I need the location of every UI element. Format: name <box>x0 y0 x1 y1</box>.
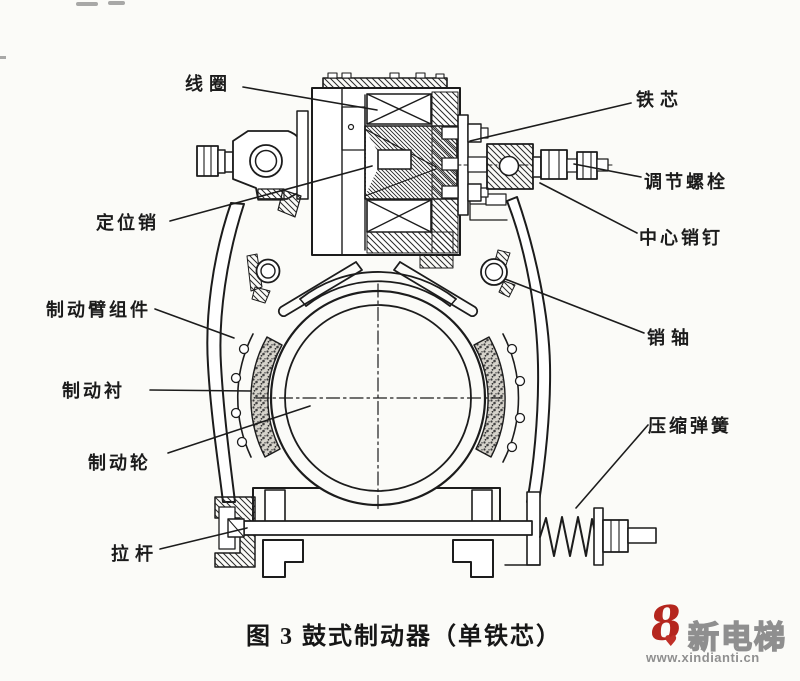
brake-lining-left <box>250 336 283 458</box>
label-center-pin: 中心销钉 <box>639 228 723 248</box>
label-brake-arm-assembly: 制动臂组件 <box>46 300 151 320</box>
heart-icon: ♥ <box>664 632 678 650</box>
leader-lines <box>149 86 649 550</box>
compression-spring-drawing <box>539 507 657 566</box>
band-strap-right <box>393 261 479 318</box>
left-bolt-head <box>196 145 219 177</box>
pin-shaft-left <box>246 253 281 304</box>
pin-shaft-right <box>480 249 516 298</box>
leader-center-pin <box>539 182 638 234</box>
label-pull-rod: 拉杆 <box>111 544 159 564</box>
band-strap-left <box>277 261 363 318</box>
watermark-brand: 新电梯 <box>687 619 787 656</box>
brake-shoe-right <box>502 333 526 463</box>
leader-pin-shaft <box>504 278 645 334</box>
leader-brake-lining <box>149 389 252 392</box>
leader-brake-wheel <box>167 405 311 454</box>
watermark: 8 ♥ 新电梯 www.xindianti.cn <box>620 594 800 678</box>
pull-rod-bar <box>243 520 533 536</box>
label-locating-pin: 定位销 <box>96 213 159 233</box>
label-brake-lining: 制动衬 <box>62 381 125 401</box>
label-compression-spring: 压缩弹簧 <box>648 416 732 436</box>
label-iron-core: 铁芯 <box>636 90 684 110</box>
label-brake-wheel: 制动轮 <box>88 453 151 473</box>
left-clevis-assembly <box>196 110 309 218</box>
leader-locating-pin <box>169 165 373 222</box>
pull-rod-and-bracket <box>214 491 541 568</box>
label-adjusting-bolt: 调节螺栓 <box>644 172 728 192</box>
figure-caption: 图 3 鼓式制动器（单铁芯） <box>246 624 562 650</box>
scan-artifacts <box>0 1 125 59</box>
leader-brake-arm-assembly <box>154 308 235 339</box>
brake-band-top <box>299 271 457 307</box>
watermark-url: www.xindianti.cn <box>646 650 760 665</box>
leader-pull-rod <box>159 527 248 550</box>
leader-adjusting-bolt <box>573 163 642 178</box>
centerline-crosshair <box>255 283 503 511</box>
adjusting-bolt-assembly <box>441 123 613 202</box>
adjusting-bolt-head <box>540 149 568 180</box>
leader-iron-core <box>469 102 632 142</box>
leader-coil <box>242 86 378 111</box>
locating-pin-slot <box>377 149 412 170</box>
label-pin-shaft: 销轴 <box>647 328 695 348</box>
brake-lining-right <box>473 336 506 458</box>
leader-compression-spring <box>575 424 649 509</box>
brake-arm-left <box>206 202 245 503</box>
label-coil: 线圈 <box>185 74 233 94</box>
brake-shoe-left <box>230 333 254 458</box>
brake-wheel-drawing <box>255 283 503 511</box>
electromagnet-assembly <box>311 72 508 269</box>
